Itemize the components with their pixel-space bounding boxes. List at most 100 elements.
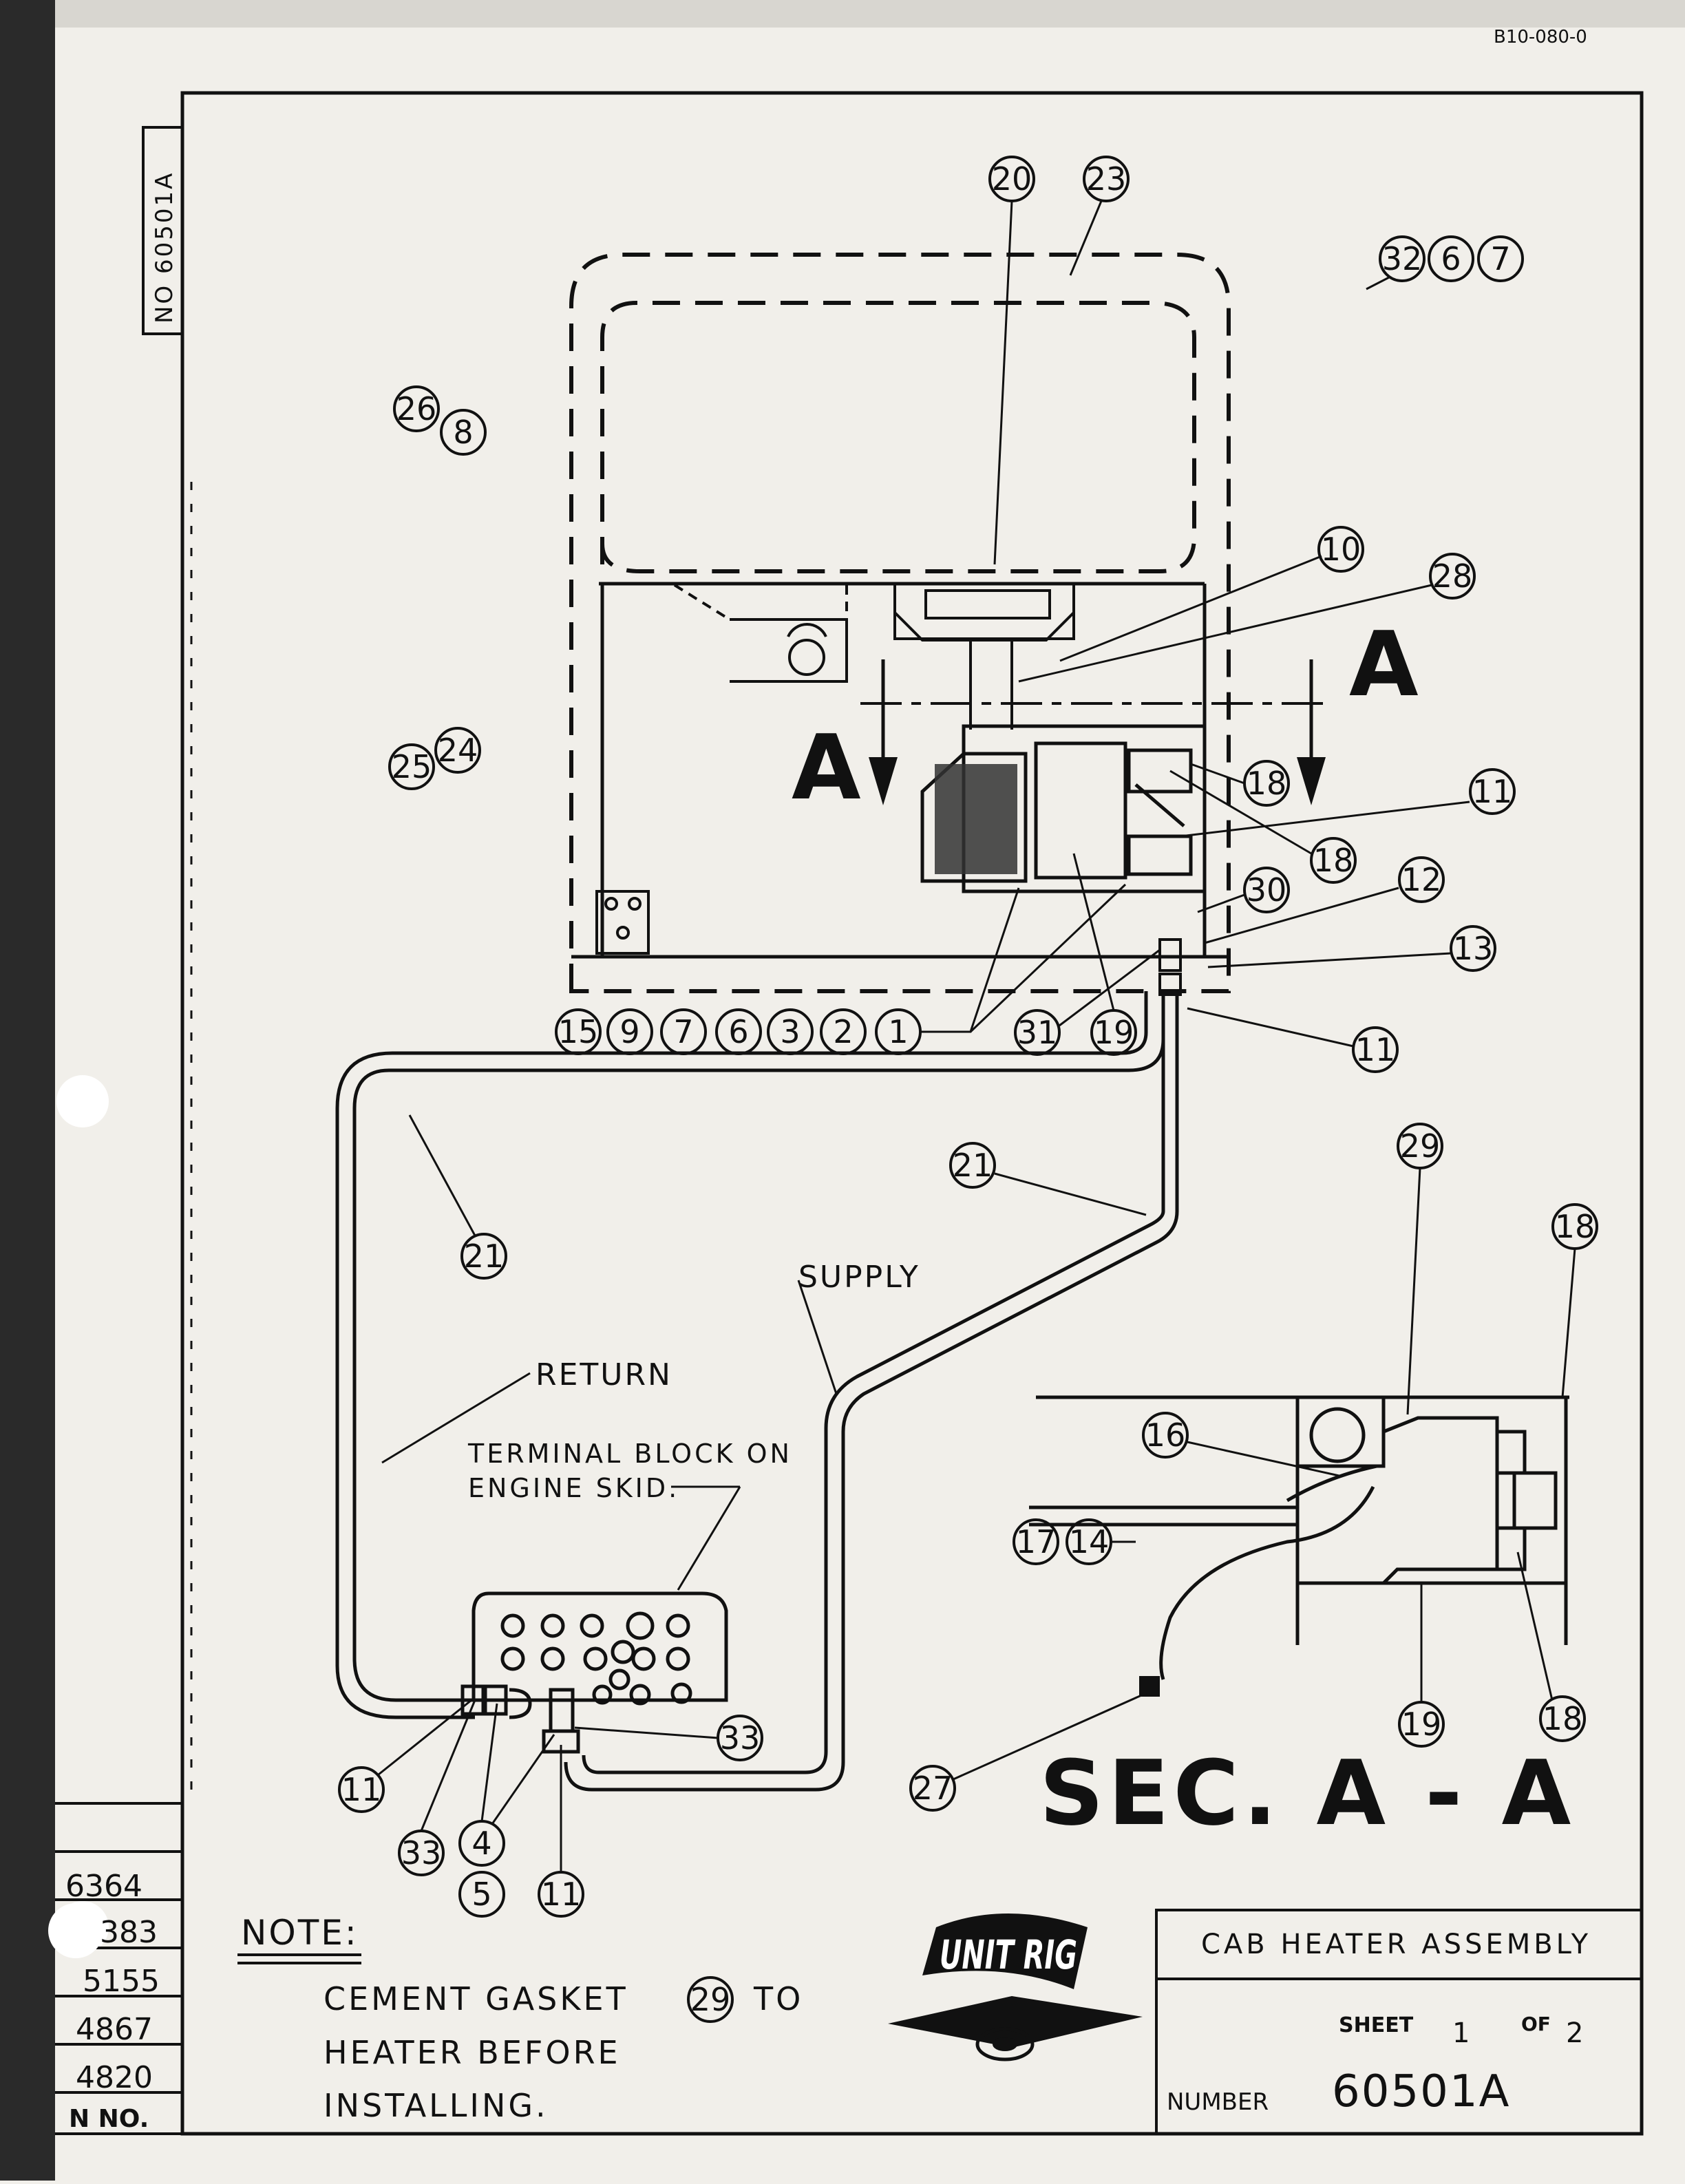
floor-bracket [595,890,650,955]
drawing-border [180,91,1644,2136]
balloon: 16 [1142,1412,1189,1459]
revision-block [55,1802,182,2135]
vent-assembly [893,582,1075,730]
balloon-number: 18 [1313,842,1354,879]
logo-text: UNIT RIG [940,1931,1077,1978]
balloon-number: 21 [464,1238,505,1275]
punch-hole [48,1903,103,1958]
balloon: 10 [1317,526,1364,573]
balloon: 7 [1477,235,1524,282]
heater-core-mesh [935,764,1017,874]
balloon-number: 11 [341,1771,382,1808]
balloon: 21 [949,1142,996,1189]
balloon: 24 [434,727,481,774]
balloon: 12 [1398,856,1445,903]
balloon-number: 6 [1441,240,1461,277]
balloon: 30 [1243,867,1290,913]
balloon-number: 11 [1472,773,1513,810]
balloon: 17 [1013,1518,1059,1565]
balloon: 15 [555,1008,602,1055]
revision-entry: 4867 [76,2012,153,2047]
supply-hose [564,991,1179,1792]
section-title: SEC. A - A [1039,1741,1575,1845]
balloon: 11 [1352,1026,1399,1073]
balloon-number: 7 [1490,240,1510,277]
balloon: 11 [538,1871,584,1918]
balloon-number: 30 [1247,871,1287,909]
balloon: 19 [1398,1701,1445,1748]
balloon-number: 24 [438,732,478,769]
return-label: RETURN [536,1357,672,1392]
section-arrow-right-head [1297,757,1326,805]
balloon-number: 10 [1321,531,1361,568]
balloon: 14 [1066,1518,1112,1565]
balloon-number: 27 [913,1770,953,1807]
sheet-label: SHEET [1339,2013,1414,2037]
revision-header: N NO. [69,2105,149,2133]
return-hose [335,991,1165,1719]
punch-hole [56,1075,109,1127]
drawing-title: CAB HEATER ASSEMBLY [1201,1929,1591,1960]
balloon: 13 [1450,925,1496,972]
balloon-number: 21 [953,1147,993,1184]
section-arrow-left-head [869,757,898,805]
balloon-group: 20 23 32 6 7 26 8 10 28 18 11 18 12 30 1… [338,156,1598,1918]
side-number: NO 60501A [151,171,178,324]
balloon: 23 [1083,156,1130,202]
balloon-number: 12 [1401,861,1442,898]
balloon-number: 33 [720,1719,761,1757]
section-mark-right: A [1349,612,1419,717]
balloon: 32 [1379,235,1426,282]
balloon-number: 11 [1355,1031,1396,1068]
hose-fittings [1158,938,1182,996]
section-a-a-view [1029,1395,1569,1680]
terminal-block [460,1591,728,1754]
number-label: NUMBER [1167,2088,1269,2116]
balloon-number: 11 [541,1876,582,1913]
balloon-number: 23 [1086,160,1127,198]
balloon: 18 [1551,1203,1598,1250]
balloon-number: 8 [453,414,473,451]
note-line1: CEMENT GASKET [324,1980,628,2017]
balloon-number: 19 [1401,1706,1442,1743]
balloon: 18 [1243,760,1290,807]
balloon: 19 [1090,1009,1137,1056]
balloon: 6 [1428,235,1474,282]
balloon: 9 [606,1008,653,1055]
leader-lines [378,200,1576,1872]
balloon-number: 6 [728,1013,748,1050]
cab-outline [569,253,1231,993]
balloon-number: 31 [1017,1014,1058,1051]
side-number-box [142,126,184,335]
balloon-number: 33 [401,1834,442,1872]
scan-edge-shadow [0,0,55,2181]
balloon-number: 5 [471,1876,491,1913]
balloon-number: 29 [1400,1127,1441,1165]
balloon-number: 19 [1094,1014,1134,1051]
balloon: 28 [1429,553,1476,600]
balloon: 29 [1397,1123,1443,1169]
balloon: 2 [820,1008,867,1055]
air-intake [673,584,848,683]
balloon: 8 [440,409,487,456]
balloon-number: 7 [673,1013,693,1050]
terminal-label-line1: TERMINAL BLOCK ON [467,1439,792,1469]
balloon: 33 [398,1830,445,1876]
balloon: 1 [875,1008,922,1055]
balloon-number: 25 [392,748,432,785]
terminal-label-line2: ENGINE SKID. [468,1473,679,1503]
balloon: 4 [458,1820,505,1867]
drawing-number: 60501A [1332,2066,1510,2117]
balloon: 26 [393,385,440,432]
unit-rig-logo: UNIT RIG [888,1913,1143,2061]
balloon-number: 32 [1382,240,1423,277]
balloon-number: 1 [888,1013,908,1050]
balloon-number: 2 [833,1013,853,1050]
balloon-number: 3 [780,1013,800,1050]
revision-entry: 6364 [65,1869,142,1904]
balloon-number: 16 [1145,1417,1186,1454]
balloon: 18 [1310,837,1357,884]
sheet-total: 2 [1566,2017,1583,2049]
